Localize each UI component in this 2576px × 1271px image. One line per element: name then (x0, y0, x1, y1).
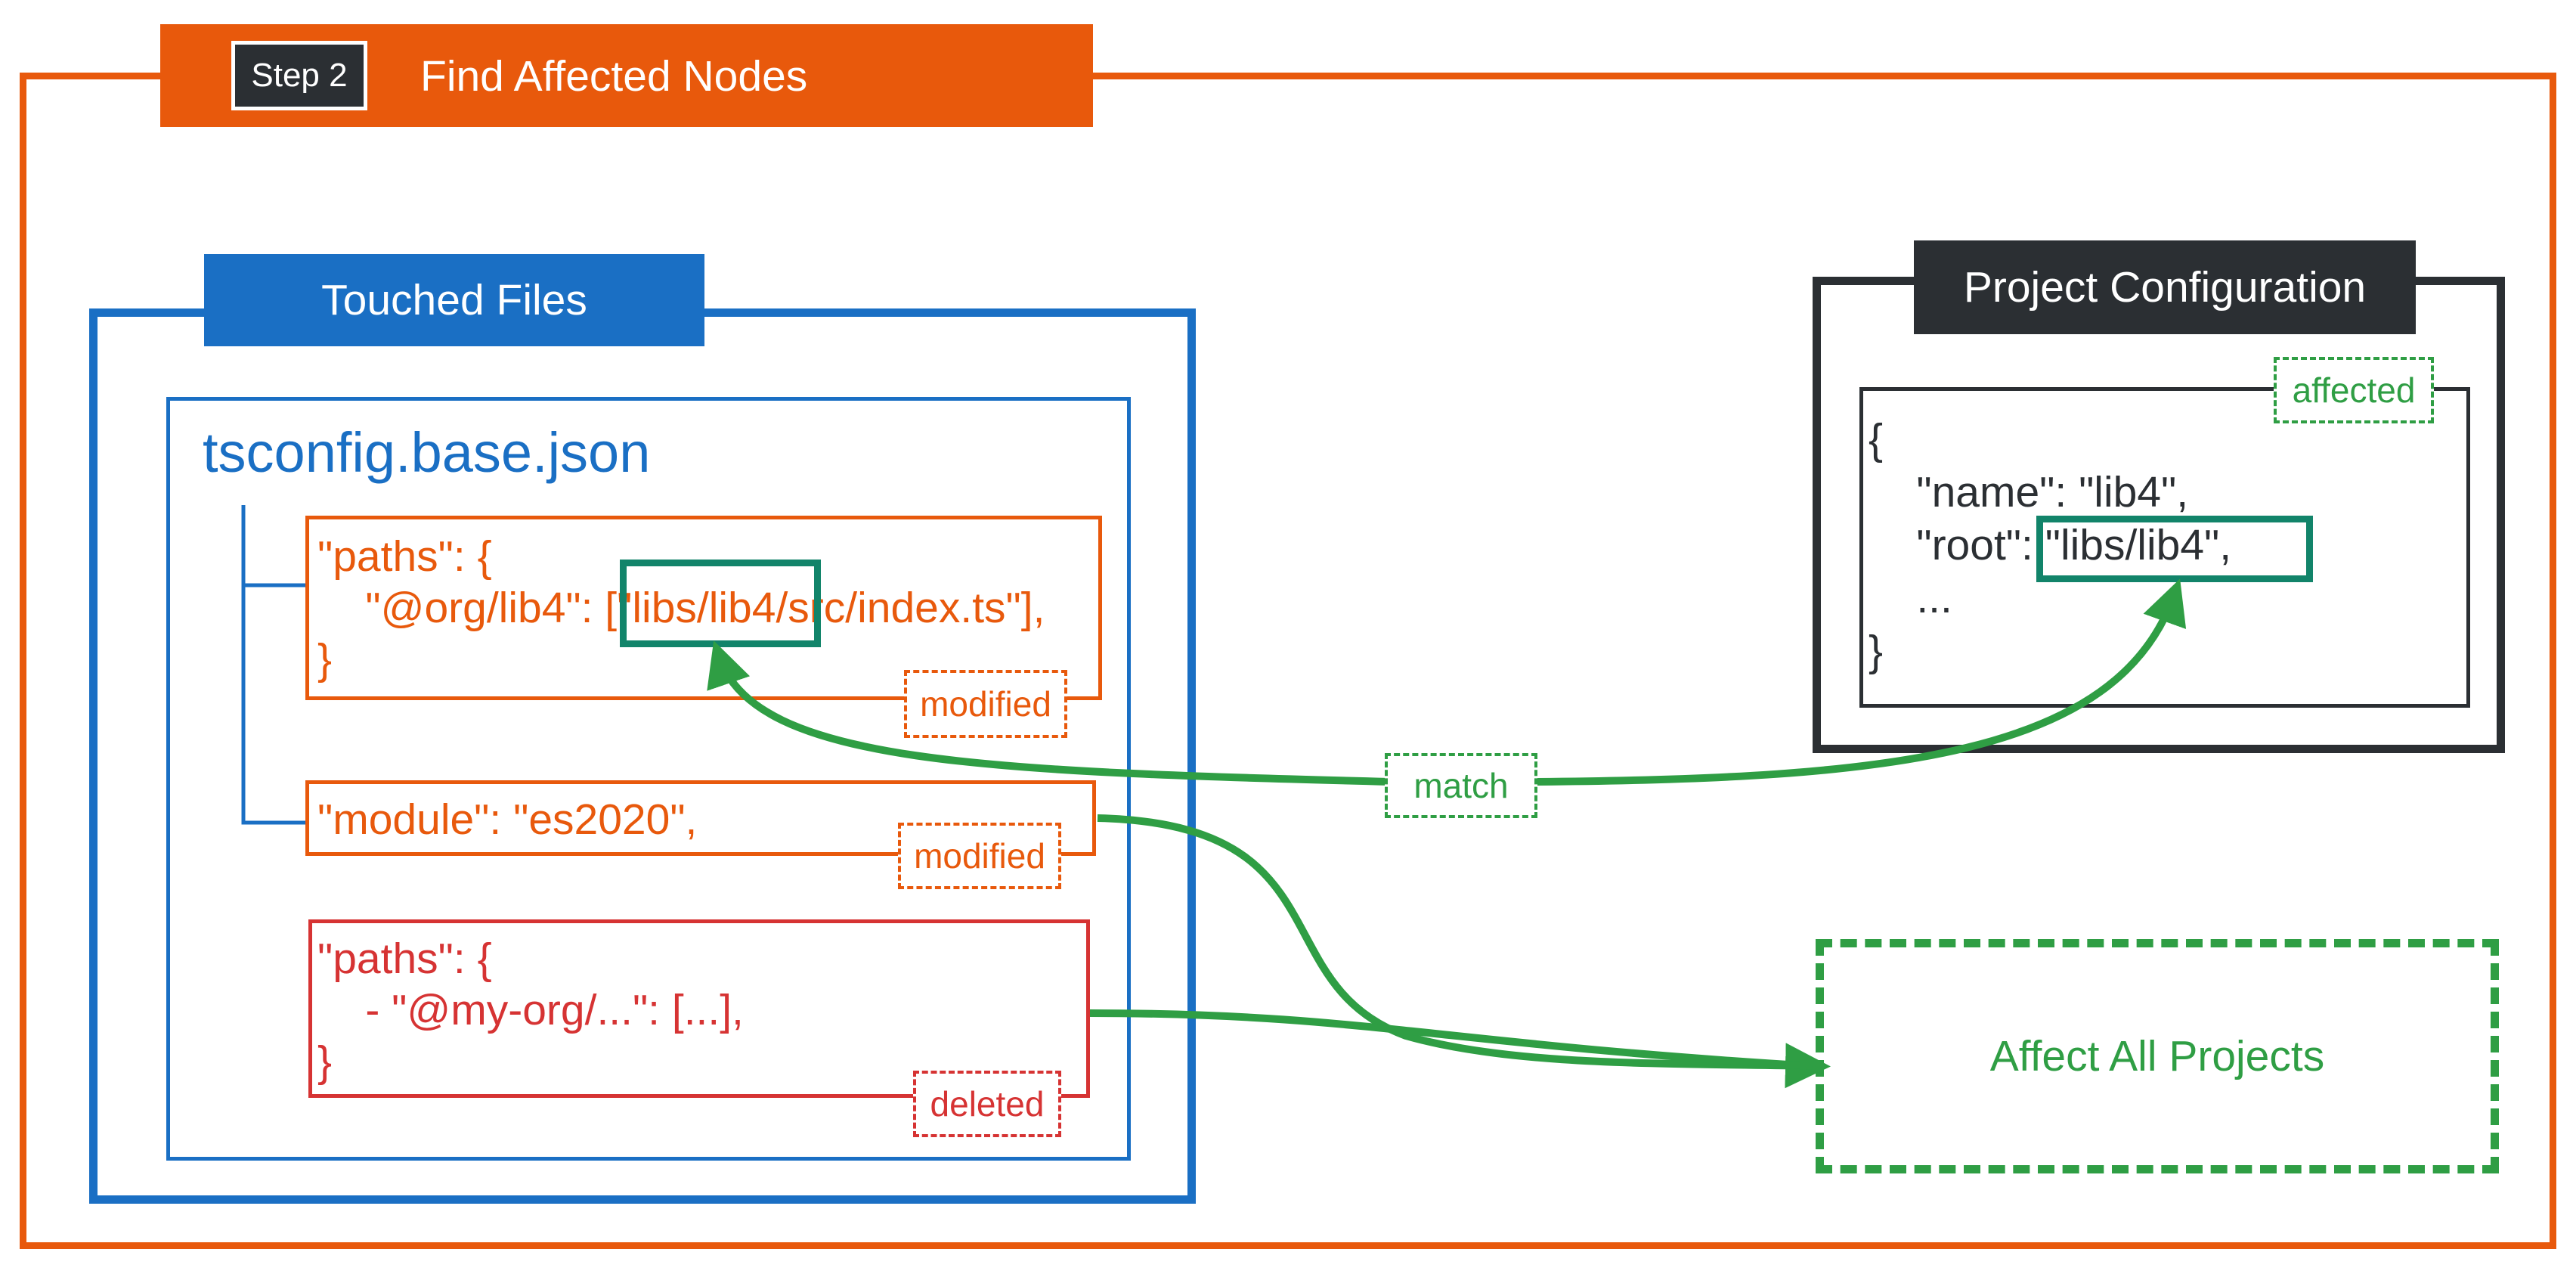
touched-files-header: Touched Files (204, 254, 704, 346)
affected-tag: affected (2274, 357, 2434, 423)
project-json-box (1859, 387, 2470, 708)
tsconfig-file-name: tsconfig.base.json (203, 421, 651, 484)
project-json-code: { "name": "lib4", "root": "libs/lib4", .… (1869, 415, 2232, 675)
match-label: match (1385, 753, 1537, 818)
deleted-paths-box (308, 919, 1090, 1098)
module-modified-tag: modified (898, 823, 1061, 889)
step-frame (20, 73, 2556, 1249)
module-to-affect-all-connector (1097, 814, 1831, 1089)
module-change-code: "module": "es2020", (317, 795, 698, 844)
deleted-to-affect-all-connector (1089, 1009, 1813, 1070)
tsconfig-file-box (166, 397, 1131, 1161)
deleted-tag: deleted (913, 1071, 1061, 1137)
project-configuration-header: Project Configuration (1914, 240, 2416, 334)
deleted-paths-code: "paths": { - "@my-org/...": [...], } (317, 935, 744, 1086)
step-title: Find Affected Nodes (420, 52, 808, 101)
module-change-box (305, 780, 1096, 856)
step-badge: Step 2 (231, 41, 367, 110)
